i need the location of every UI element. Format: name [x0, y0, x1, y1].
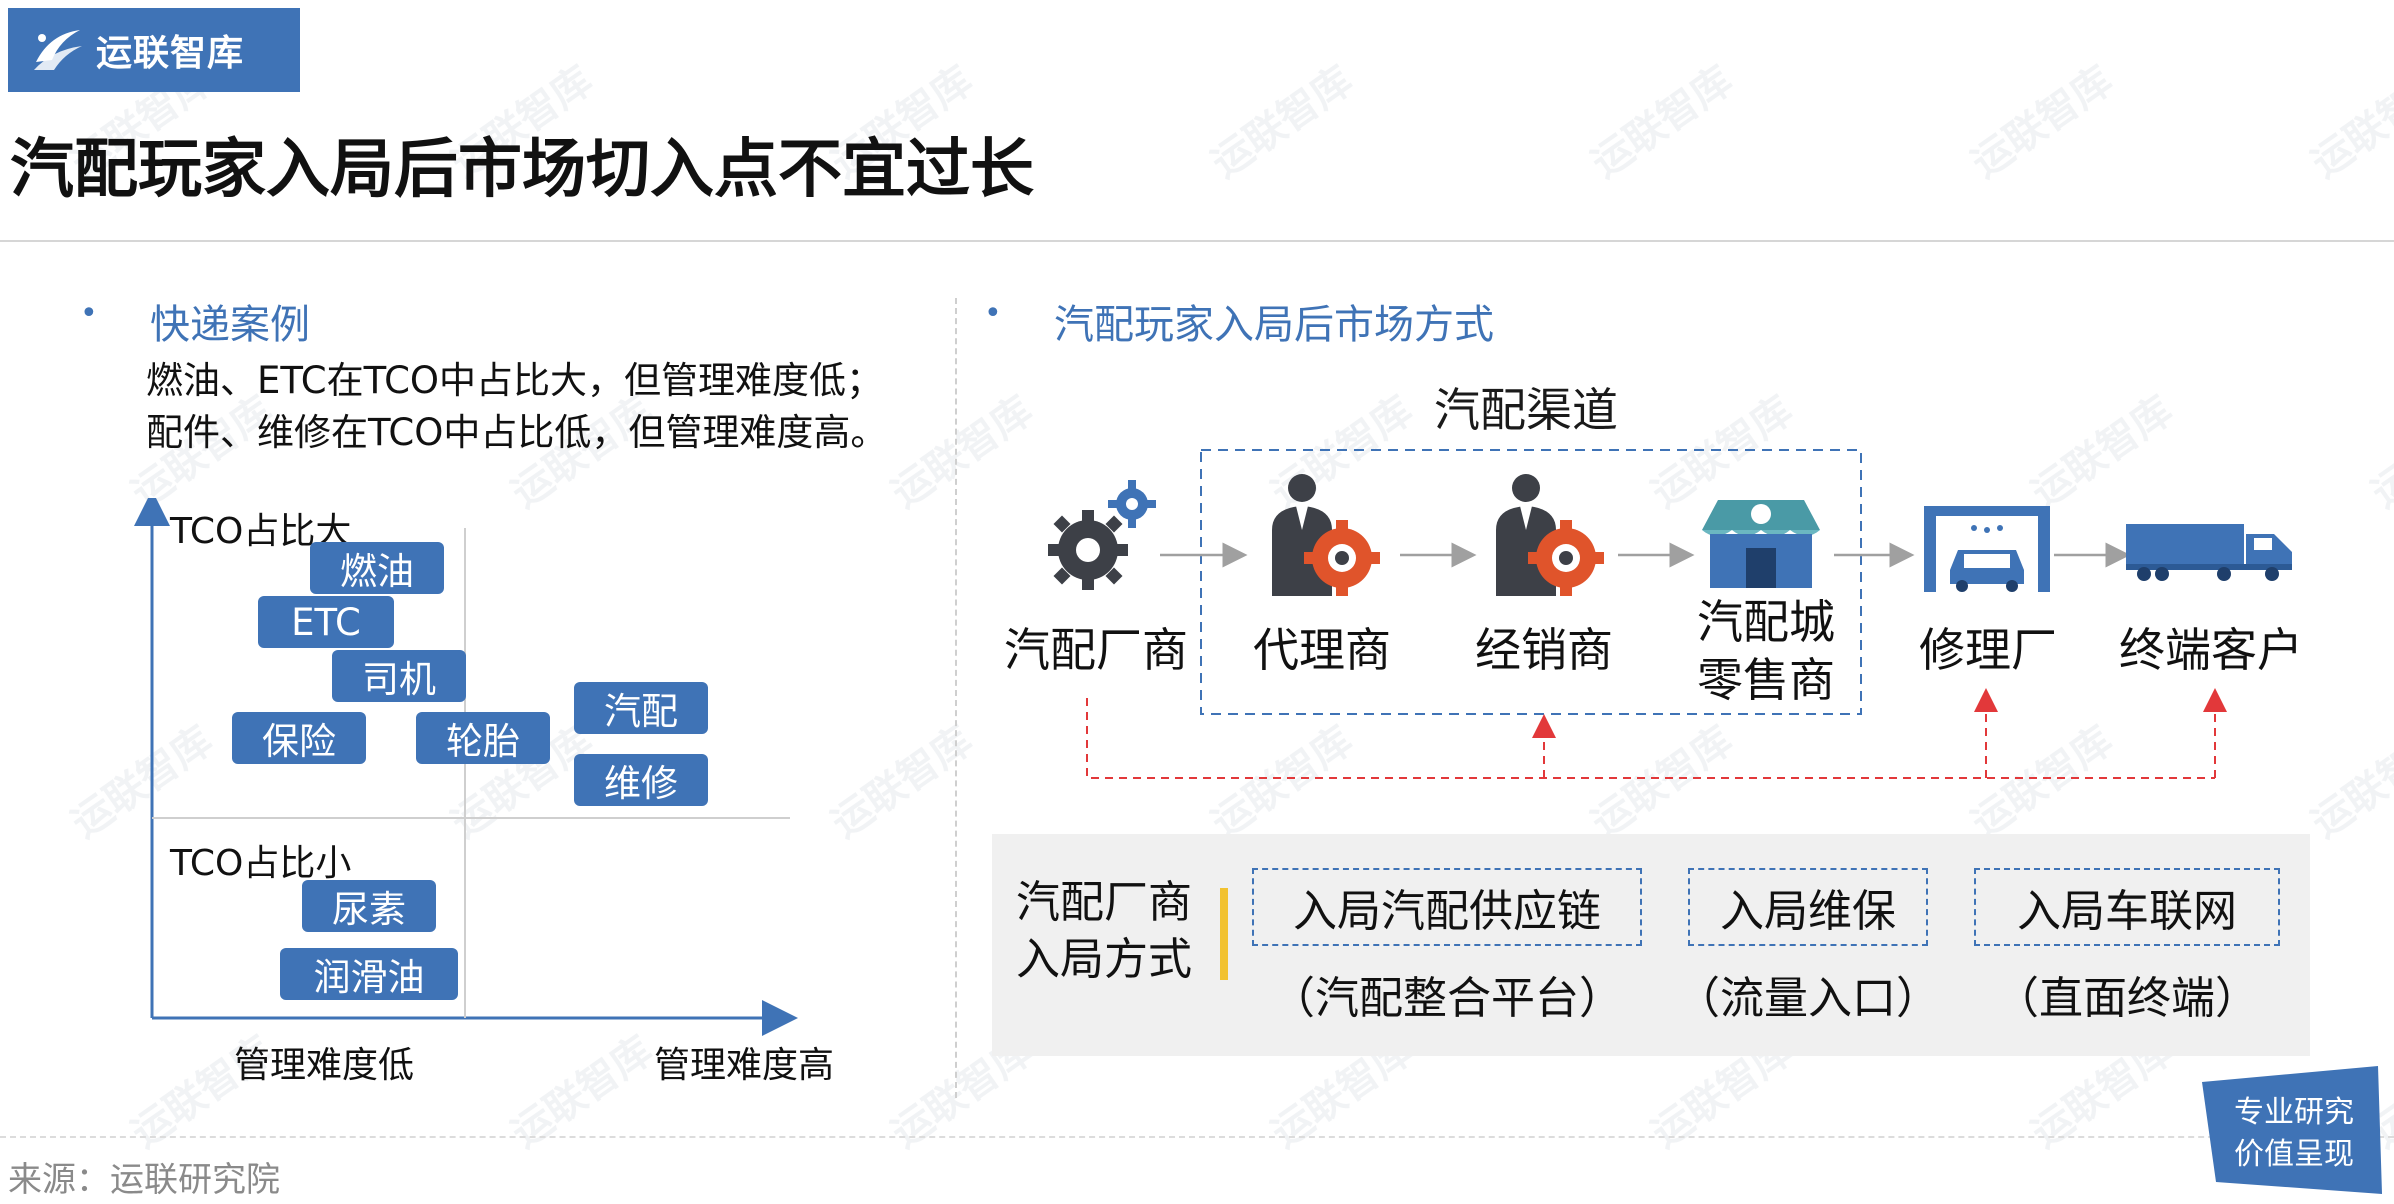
businessman-gear-icon: [1496, 474, 1604, 596]
entry-item-supply-chain-sub: （汽配整合平台）: [1271, 973, 1623, 1024]
brand-swirl-icon: [34, 30, 82, 70]
storefront-icon: [1702, 500, 1820, 588]
entry-mode-label: 汽配厂商 入局方式: [1016, 877, 1192, 986]
watermark: 运联智库: [2363, 387, 2394, 518]
flow-diagram: [1086, 449, 2227, 779]
corner-badge: 专业研究 价值呈现: [2202, 1066, 2382, 1194]
entry-item-maintenance-sub: （流量入口）: [1676, 973, 1940, 1024]
brand-logo: 运联智库: [8, 8, 300, 92]
chip-insurance: 保险: [232, 712, 366, 764]
chip-repair: 维修: [574, 754, 708, 806]
node-repair-shop: 修理厂: [1919, 623, 2057, 677]
badge-line-1: 专业研究: [2234, 1095, 2354, 1130]
node-auto-parts-maker: 汽配厂商: [1004, 623, 1188, 677]
entry-item-maintenance: 入局维保: [1688, 868, 1928, 946]
footer-divider: [0, 1136, 2394, 1138]
chip-auto-parts: 汽配: [574, 682, 708, 734]
chip-urea: 尿素: [302, 880, 436, 932]
badge-line-2: 价值呈现: [2234, 1137, 2354, 1172]
truck-icon: [2126, 524, 2292, 581]
chip-etc: ETC: [258, 596, 394, 648]
businessman-gear-icon: [1272, 474, 1380, 596]
chip-fuel: 燃油: [310, 542, 444, 594]
source-note: 来源：运联研究院: [8, 1160, 280, 1200]
section-divider: [955, 298, 957, 1098]
channel-label: 汽配渠道: [1434, 383, 1618, 437]
chip-lubricant: 润滑油: [280, 948, 458, 1000]
x-high-label: 管理难度高: [654, 1045, 835, 1086]
watermark: 运联智库: [1203, 57, 1362, 188]
watermark: 运联智库: [1583, 57, 1742, 188]
entry-item-telematics-sub: （直面终端）: [1995, 973, 2259, 1024]
x-low-label: 管理难度低: [234, 1045, 415, 1086]
page-title: 汽配玩家入局后市场切入点不宜过长: [10, 133, 1034, 207]
entry-item-telematics: 入局车联网: [1974, 868, 2280, 946]
brand-name: 运联智库: [96, 33, 245, 74]
watermark: 运联智库: [1963, 57, 2122, 188]
node-end-customer: 终端客户: [2119, 623, 2303, 677]
channel-box: [1200, 449, 1862, 715]
watermark: 运联智库: [2303, 57, 2394, 188]
gears-icon: [1048, 480, 1156, 590]
watermark: 运联智库: [2303, 717, 2394, 848]
title-divider: [0, 240, 2394, 242]
quadrant-axes: [134, 498, 798, 1036]
entry-item-supply-chain: 入局汽配供应链: [1252, 868, 1642, 946]
car-wash-icon: [1924, 506, 2050, 592]
watermark: 运联智库: [823, 717, 982, 848]
node-distributor: 经销商: [1475, 623, 1613, 677]
node-retailer: 汽配城 零售商: [1697, 595, 1835, 707]
chip-tyre: 轮胎: [416, 712, 550, 764]
chip-driver: 司机: [332, 650, 466, 702]
right-section-heading: 汽配玩家入局后市场方式: [1054, 302, 1494, 348]
node-agent: 代理商: [1253, 623, 1391, 677]
y-low-label: TCO占比小: [170, 843, 352, 884]
left-section-heading: 快递案例: [150, 302, 310, 348]
bullet: •: [984, 296, 1002, 331]
desc-line-2: 配件、维修在TCO中占比低，但管理难度高。: [146, 411, 888, 454]
desc-line-1: 燃油、ETC在TCO中占比大，但管理难度低；: [146, 359, 884, 402]
highlight-bar: [1220, 888, 1228, 980]
bullet: •: [80, 296, 98, 331]
